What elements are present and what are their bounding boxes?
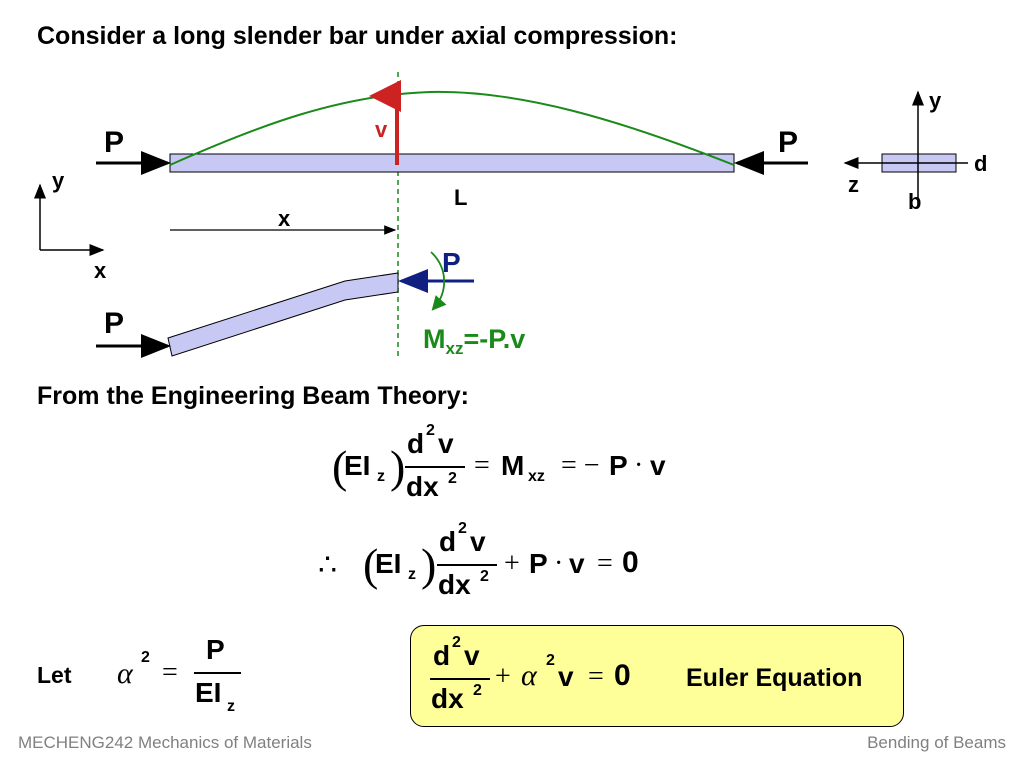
position-label: x <box>278 206 291 231</box>
section-d-label: d <box>974 151 987 176</box>
footer-topic: Bending of Beams <box>867 733 1006 752</box>
axis-y-label: y <box>52 168 65 193</box>
euler-equation-name: Euler Equation <box>686 664 863 692</box>
euler-fraction-bar <box>430 678 490 680</box>
fbd-bar-segment <box>167 272 399 357</box>
moment-arc <box>430 251 447 311</box>
load-label-left: P <box>104 126 124 159</box>
load-label-right: P <box>778 126 798 159</box>
let-label: Let <box>37 662 72 688</box>
moment-label: Mxz=-P.v <box>423 324 525 358</box>
deflection-label: v <box>375 117 388 142</box>
buckled-curve <box>169 90 735 166</box>
eq1-EI: EI <box>344 450 371 481</box>
axis-x-label: x <box>94 258 107 283</box>
length-label: L <box>454 185 467 210</box>
theory-heading: From the Engineering Beam Theory: <box>37 382 470 410</box>
bar <box>169 153 735 173</box>
eq1-M: M <box>501 450 525 481</box>
fbd-load-label-right: P <box>442 247 461 278</box>
therefore-symbol: ∴ <box>318 549 338 582</box>
eq1-fraction-bar <box>405 466 465 468</box>
euler-equation-box <box>410 625 904 727</box>
column-diagram: v P P L x y x y z d b P P Mxz=-P.v <box>34 72 987 358</box>
footer-course: MECHENG242 Mechanics of Materials <box>18 733 312 752</box>
fbd-load-label-left: P <box>104 307 124 340</box>
section-b-label: b <box>908 189 921 214</box>
section-z-label: z <box>848 172 859 197</box>
slide-heading: Consider a long slender bar under axial … <box>37 22 678 50</box>
section-y-label: y <box>929 88 942 113</box>
eq2-fraction-bar <box>437 564 497 566</box>
let-fraction-bar <box>194 672 241 674</box>
